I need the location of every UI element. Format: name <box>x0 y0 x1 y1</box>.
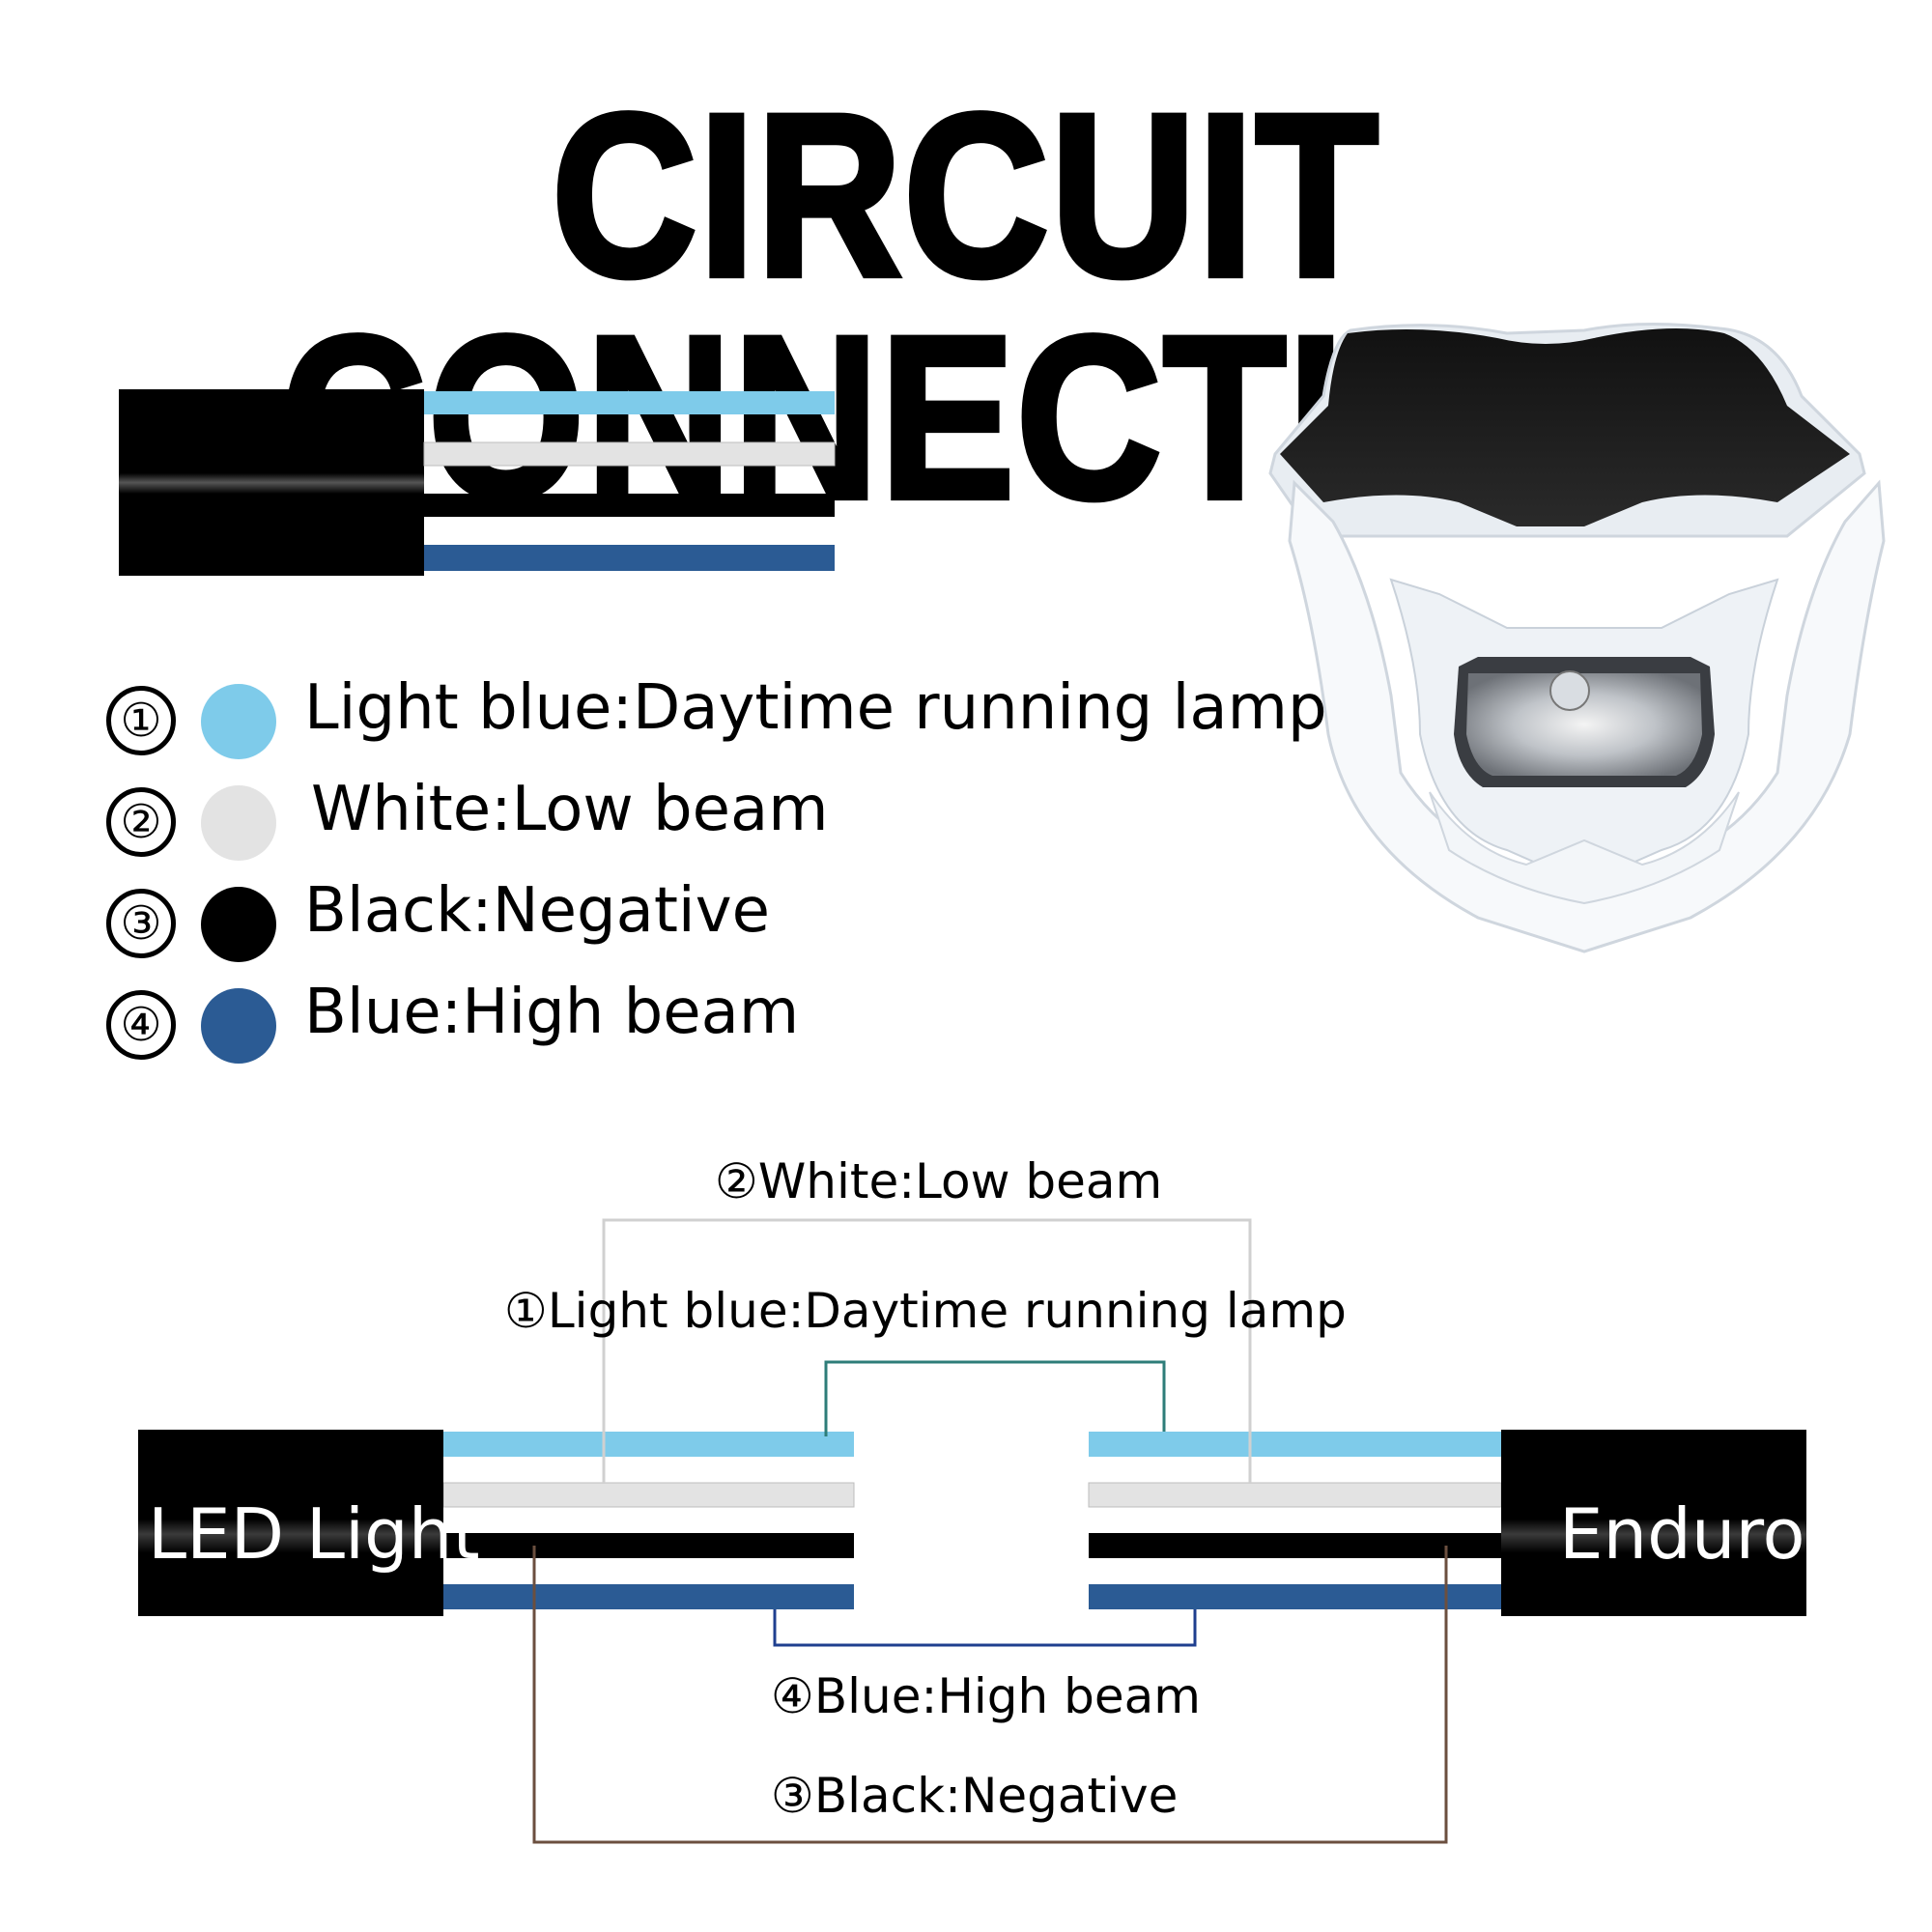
right-wire-light-blue <box>1089 1432 1501 1457</box>
left-wire-white <box>442 1482 855 1508</box>
color-dot-light-blue <box>201 684 276 759</box>
color-dot-black <box>201 887 276 962</box>
connector-light-blue-line <box>824 1360 1166 1436</box>
legend-number: ④ <box>106 990 176 1060</box>
enduro-box: Enduro <box>1501 1430 1806 1616</box>
label-blue-high-beam: ④Blue:High beam <box>771 1668 1201 1724</box>
right-wire-black <box>1089 1533 1501 1558</box>
legend-label: White:Low beam <box>311 774 829 845</box>
led-light-box: LED Light <box>138 1430 480 1616</box>
legend-number: ② <box>106 787 176 857</box>
left-wire-light-blue <box>443 1432 854 1457</box>
left-wire-black <box>443 1533 854 1558</box>
connector-blue-line <box>773 1609 1197 1647</box>
label-black-negative: ③Black:Negative <box>771 1768 1179 1824</box>
right-wire-white <box>1088 1482 1502 1508</box>
label-white-low-beam: ②White:Low beam <box>715 1153 1163 1209</box>
enduro-label: Enduro <box>1559 1493 1805 1575</box>
label-light-blue-drl: ①Light blue:Daytime running lamp <box>504 1283 1347 1339</box>
legend-label: Light blue:Daytime running lamp <box>304 672 1327 744</box>
right-wire-blue <box>1089 1584 1501 1609</box>
legend-number: ③ <box>106 889 176 958</box>
connector-white-line <box>602 1218 1252 1483</box>
led-light-label: LED Light <box>148 1493 480 1575</box>
color-dot-white <box>201 785 276 861</box>
legend-label: Blue:High beam <box>304 977 800 1048</box>
legend-number: ① <box>106 686 176 755</box>
page-title: CIRCUIT CONNECTION <box>278 67 1652 548</box>
legend-label: Black:Negative <box>304 875 770 947</box>
left-wire-blue <box>443 1584 854 1609</box>
color-dot-blue <box>201 988 276 1064</box>
wire-blue <box>424 545 835 571</box>
